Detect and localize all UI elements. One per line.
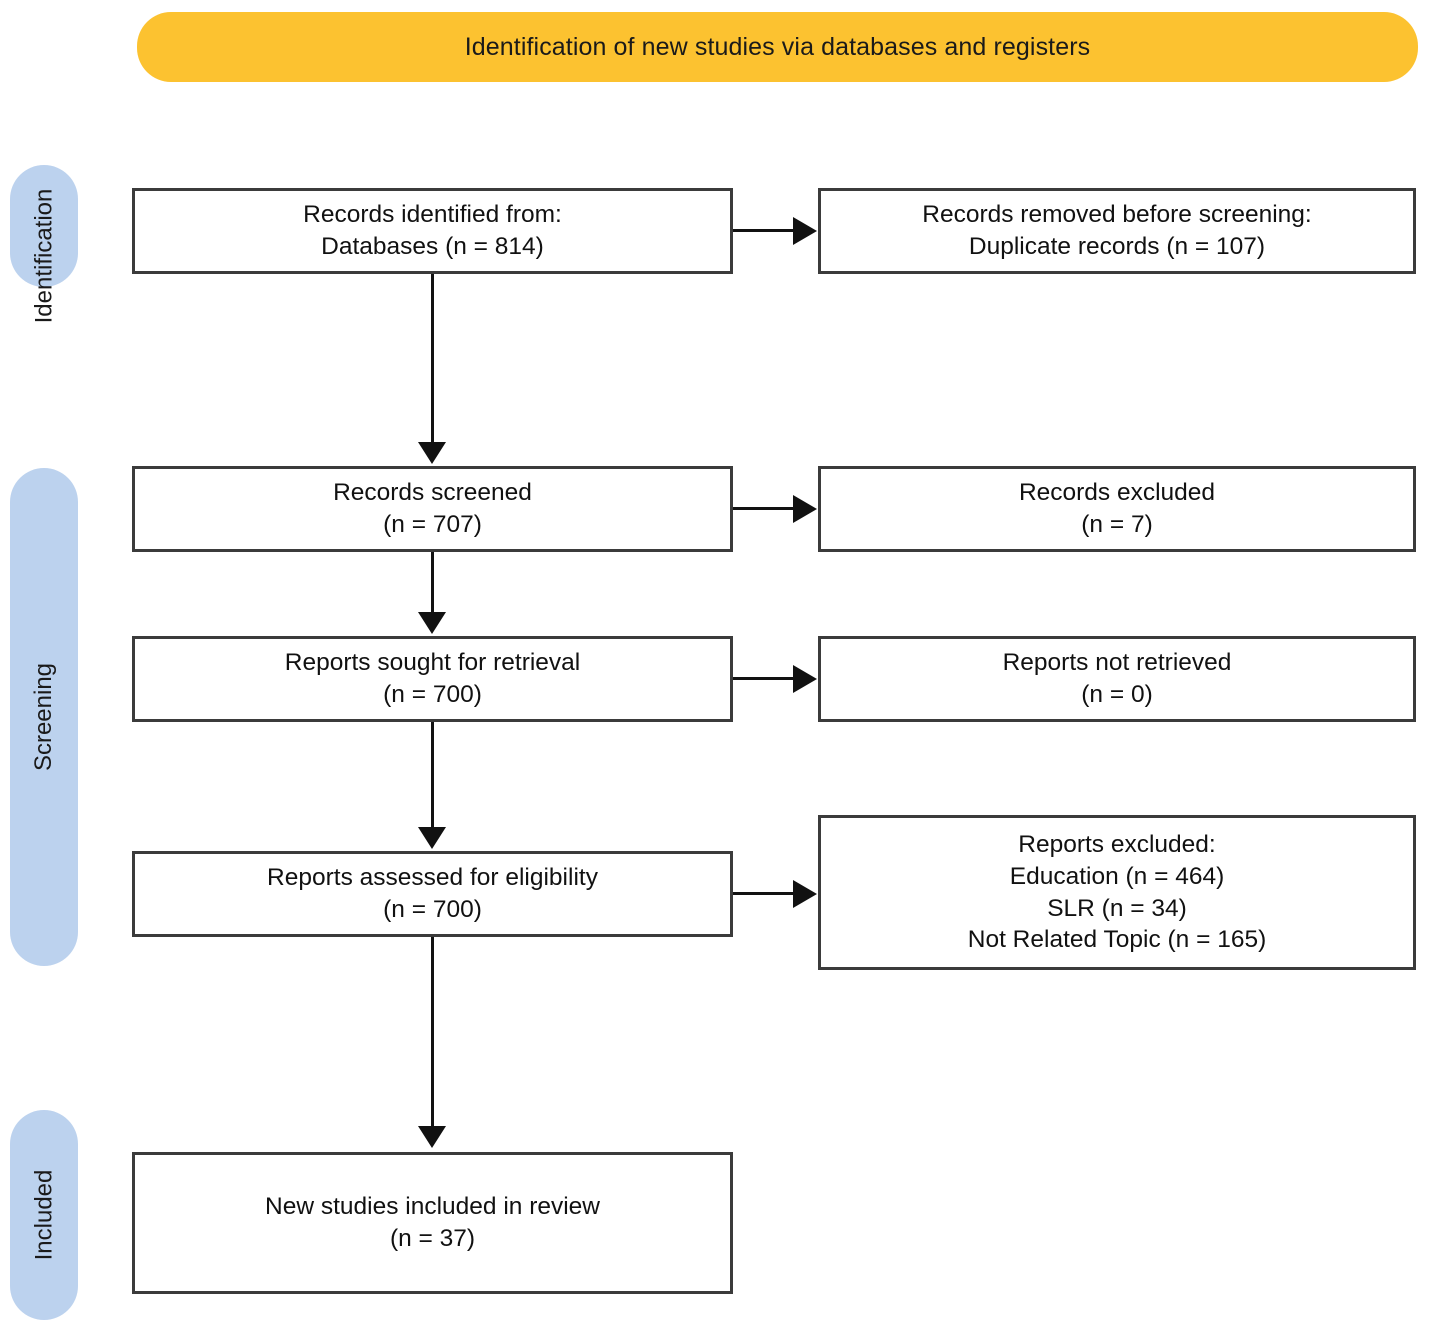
box-reports-excluded-line-1: Reports excluded:: [1018, 830, 1216, 858]
box-reports-not-retrieved: Reports not retrieved (n = 0): [818, 636, 1416, 722]
box-records-excluded-line-2: (n = 7): [1081, 511, 1153, 538]
connector-assessed-to-included: [431, 937, 434, 1128]
box-records-excluded: Records excluded (n = 7): [818, 466, 1416, 552]
box-new-studies-included-line-2: (n = 37): [389, 1225, 476, 1252]
box-new-studies-included-line-1: New studies included in review: [265, 1193, 600, 1221]
arrowhead-right-icon: [793, 665, 817, 693]
connector-screened-to-excluded: [733, 507, 795, 510]
stage-pill-identification: [10, 165, 78, 287]
box-records-screened: Records screened (n = 707): [132, 466, 733, 552]
arrowhead-right-icon: [793, 880, 817, 908]
connector-assessed-to-excluded: [733, 892, 795, 895]
box-records-identified-line-1: Records identified from:: [303, 201, 562, 229]
box-reports-assessed-line-1: Reports assessed for eligibility: [267, 864, 598, 892]
diagram-header-banner: Identification of new studies via databa…: [137, 12, 1418, 82]
arrowhead-right-icon: [793, 495, 817, 523]
arrowhead-right-icon: [793, 217, 817, 245]
box-records-screened-line-1: Records screened: [333, 479, 532, 507]
box-new-studies-included: New studies included in review (n = 37): [132, 1152, 733, 1294]
connector-sought-to-assessed: [431, 722, 434, 829]
box-reports-excluded-line-3: SLR (n = 34): [1047, 894, 1187, 922]
box-reports-sought: Reports sought for retrieval (n = 700): [132, 636, 733, 722]
box-records-identified-line-2: Databases (n = 814): [321, 233, 544, 260]
box-reports-sought-line-1: Reports sought for retrieval: [284, 649, 581, 677]
arrowhead-down-icon: [418, 827, 446, 849]
box-records-excluded-line-1: Records excluded: [1018, 479, 1216, 507]
connector-screened-to-sought: [431, 552, 434, 614]
box-reports-excluded: Reports excluded: Education (n = 464) SL…: [818, 815, 1416, 970]
box-reports-excluded-line-2: Education (n = 464): [1009, 862, 1225, 890]
box-records-identified: Records identified from: Databases (n = …: [132, 188, 733, 274]
connector-sought-to-notretrieved: [733, 677, 795, 680]
box-reports-not-retrieved-line-2: (n = 0): [1081, 681, 1153, 708]
box-reports-not-retrieved-line-1: Reports not retrieved: [1002, 649, 1232, 677]
box-reports-assessed-line-2: (n = 700): [383, 896, 482, 923]
arrowhead-down-icon: [418, 442, 446, 464]
box-records-removed: Records removed before screening: Duplic…: [818, 188, 1416, 274]
connector-identified-to-screened: [431, 274, 434, 444]
box-records-screened-line-2: (n = 707): [383, 511, 482, 538]
box-records-removed-line-2: Duplicate records (n = 107): [968, 233, 1266, 260]
stage-pill-included: [10, 1110, 78, 1320]
box-reports-sought-line-2: (n = 700): [383, 681, 482, 708]
box-reports-excluded-line-4: Not Related Topic (n = 165): [967, 926, 1267, 954]
box-reports-assessed: Reports assessed for eligibility (n = 70…: [132, 851, 733, 937]
arrowhead-down-icon: [418, 612, 446, 634]
connector-identified-to-removed: [733, 229, 795, 232]
box-records-removed-line-1: Records removed before screening:: [922, 201, 1312, 229]
stage-pill-screening: [10, 468, 78, 966]
diagram-title: Identification of new studies via databa…: [464, 32, 1091, 61]
arrowhead-down-icon: [418, 1126, 446, 1148]
